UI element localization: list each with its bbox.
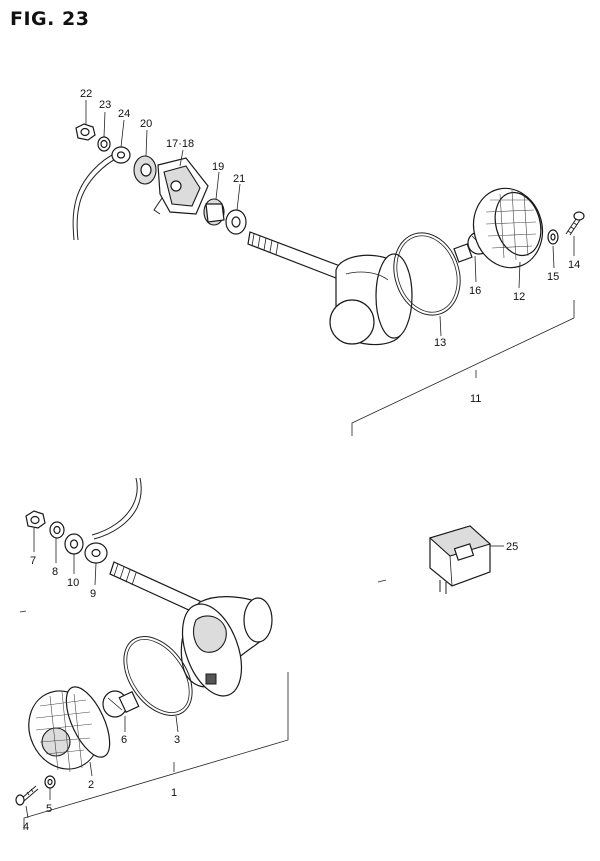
part-8-washer: [49, 521, 65, 539]
upper-signal-housing: [329, 253, 413, 346]
callout-22: 22: [80, 88, 92, 100]
lower-turn-signal-assembly: [15, 477, 289, 830]
figure-title: FIG. 23: [10, 8, 90, 30]
part-13-gasket: [393, 232, 461, 316]
part-14-screw: [565, 211, 585, 236]
callout-17-18: 17·18: [166, 138, 194, 150]
callout-11: 11: [470, 393, 481, 405]
part-22-nut: [75, 123, 96, 141]
part-7-nut: [25, 510, 46, 529]
upper-leader-lines: [85, 100, 575, 436]
lower-wire-lead: [91, 477, 138, 536]
callout-15: 15: [547, 271, 559, 283]
callout-labels: 22 23 24 20 17·18 19 21 13 16 12 15 14 1…: [23, 88, 580, 833]
callout-12: 12: [513, 291, 525, 303]
part-12-lens: [472, 187, 544, 269]
callout-1: 1: [171, 787, 177, 799]
callout-8: 8: [52, 566, 58, 578]
part-21-washer: [225, 209, 247, 235]
callout-4: 4: [23, 821, 29, 833]
scan-specks: [19, 579, 387, 613]
callout-9: 9: [90, 588, 96, 600]
callout-2: 2: [88, 779, 94, 791]
callout-21: 21: [233, 173, 245, 185]
upper-turn-signal-assembly: [72, 100, 585, 436]
part-10-washer: [64, 533, 84, 555]
callout-19: 19: [212, 161, 224, 173]
callout-3: 3: [174, 734, 180, 746]
upper-wire-lead: [72, 151, 119, 241]
callout-10: 10: [67, 577, 79, 589]
part-3-gasket: [123, 636, 193, 716]
callout-16: 16: [469, 285, 481, 297]
part-9-washer: [84, 542, 108, 564]
part-4-screw: [15, 785, 39, 806]
part-6-bulb: [102, 690, 140, 718]
callout-14: 14: [568, 259, 580, 271]
part-19-cushion: [203, 198, 225, 226]
callout-6: 6: [121, 734, 127, 746]
part-24-washer: [111, 146, 131, 164]
part-2-lens: [28, 686, 111, 773]
lower-leader-lines: [23, 528, 289, 830]
callout-23: 23: [99, 99, 111, 111]
part-5-washer: [44, 775, 56, 789]
callout-13: 13: [434, 337, 446, 349]
callout-25: 25: [506, 541, 518, 553]
part-17-18-bracket: [153, 157, 209, 215]
callout-7: 7: [30, 555, 36, 567]
callout-24: 24: [118, 108, 130, 120]
upper-threaded-stem: [247, 231, 341, 279]
callout-5: 5: [46, 803, 52, 815]
part-15-washer: [547, 229, 559, 245]
lower-signal-housing: [180, 596, 273, 697]
part-23-washer: [97, 136, 111, 152]
part-20-grommet: [133, 155, 157, 185]
callout-20: 20: [140, 118, 152, 130]
part-25-flasher-relay: [428, 525, 504, 594]
